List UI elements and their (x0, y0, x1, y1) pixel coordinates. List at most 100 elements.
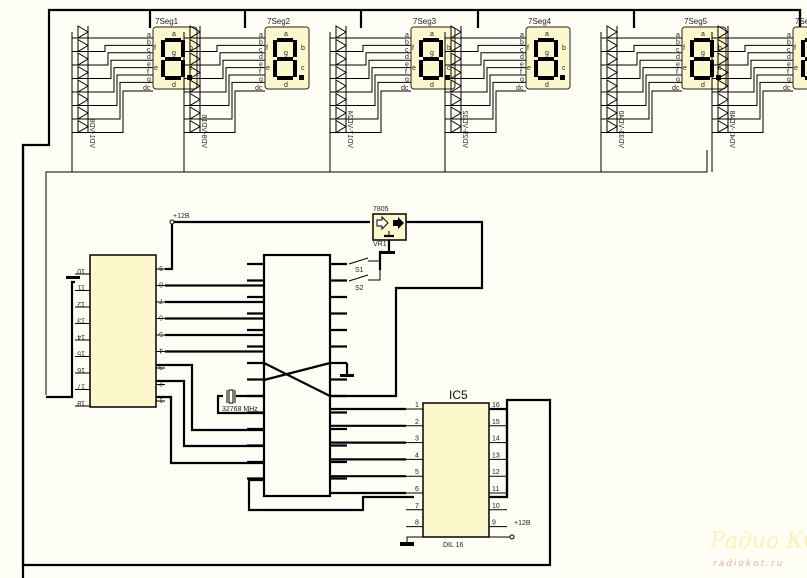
segment-label: a (545, 31, 549, 38)
segment (538, 57, 554, 61)
decimal-point (299, 75, 304, 80)
segment-label: a (284, 31, 288, 38)
diode-icon (606, 25, 618, 39)
segment-label: a (430, 31, 434, 38)
display-module: VD41-VD48abcdefgdcabcdefg7Seg6 (711, 17, 807, 172)
segment-pin-label: c (676, 47, 680, 54)
segment-pin-label: f (147, 69, 149, 76)
left-ic-pin-number: 8 (159, 281, 163, 288)
diode-icon (189, 119, 201, 134)
segment-pin-label: g (147, 76, 151, 83)
segment (554, 40, 558, 57)
diode-icon (606, 38, 618, 53)
diode-icon (335, 119, 347, 134)
ic5-pin-number: 9 (492, 520, 496, 527)
segment (801, 60, 805, 77)
segment-pin-label: c (520, 47, 524, 54)
segment (534, 60, 538, 77)
segment-label: d (701, 82, 705, 89)
segment (419, 40, 423, 57)
segment-pin-label: g (676, 76, 680, 83)
diode-icon (606, 79, 618, 93)
ic5-supply-label: +12В (514, 520, 531, 527)
segment-label: c (189, 65, 193, 72)
seven-segment-display (792, 26, 807, 90)
segment-label: e (683, 65, 687, 72)
segment-label: c (562, 65, 566, 72)
segment-pin-label: dc (783, 85, 791, 92)
switch-s1-label[interactable]: S1 (355, 267, 364, 274)
segment-pin-label: a (787, 32, 791, 39)
diode-icon (335, 25, 347, 39)
diode-icon (335, 65, 347, 80)
segment-pin-label: dc (401, 85, 409, 92)
segment (805, 38, 807, 42)
ic5-body (422, 402, 490, 538)
segment-label: d (545, 82, 549, 89)
ic5-pin-number: 1 (415, 402, 419, 409)
segment-label: e (154, 65, 158, 72)
diode-icon (335, 38, 347, 53)
diode-icon (77, 92, 89, 107)
diode-icon (77, 119, 89, 134)
ic5-package: DIL 16 (443, 542, 463, 549)
left-ic-pin-number: 1 (159, 396, 163, 403)
ic5-pin-number: 3 (415, 436, 419, 443)
segment-label: c (718, 65, 722, 72)
segment-pin-label: g (787, 76, 791, 83)
segment-pin-label: d (676, 54, 680, 61)
display-ref: 7Seg4 (528, 17, 552, 26)
ic5-pin-number: 12 (492, 469, 500, 476)
crystal-oscillator: 32768 MHz (216, 389, 264, 415)
left-ic-pin-number: 2 (159, 380, 163, 387)
display-ref: 7Seg1 (155, 17, 179, 26)
diode-icon (717, 25, 729, 39)
segment-label: c (447, 65, 451, 72)
left-ic-pin-number: 10 (77, 267, 85, 274)
segment-pin-label: e (405, 62, 409, 69)
segment (273, 60, 277, 77)
segment-pin-label: dc (143, 85, 151, 92)
ic5-pin-number: 15 (492, 419, 500, 426)
diode-icon (606, 65, 618, 80)
diode-array-label: VD17-VD24 (346, 111, 353, 148)
switch-s2-label[interactable]: S2 (355, 285, 364, 292)
supply-terminal-ic5 (509, 534, 515, 540)
ic5-pin-number: 2 (415, 419, 419, 426)
segment (690, 40, 694, 57)
diode-icon (77, 106, 89, 120)
segment-pin-label: b (787, 39, 791, 46)
segment-label: b (447, 45, 451, 52)
display-ref: 7Seg3 (413, 17, 437, 26)
diode-icon (717, 38, 729, 53)
segment-pin-label: g (405, 76, 409, 83)
segment-label: e (794, 65, 798, 72)
segment-pin-label: c (147, 47, 151, 54)
display-ref: 7Seg6 (795, 17, 807, 26)
decimal-point (445, 75, 450, 80)
diode-array-label: VD33-VD40 (617, 111, 624, 148)
diode-icon (717, 52, 729, 66)
segment-pin-label: c (405, 47, 409, 54)
diode-icon (77, 65, 89, 80)
segment-pin-label: a (405, 32, 409, 39)
left-ic-pin-number: 14 (77, 333, 85, 340)
diode-icon (717, 106, 729, 120)
left-ic-pin-number: 15 (77, 350, 85, 357)
segment-pin-label: f (676, 69, 678, 76)
segment-pin-label: d (787, 54, 791, 61)
segment-pin-label: a (147, 32, 151, 39)
diode-icon (450, 38, 462, 53)
display-ref: 7Seg5 (684, 17, 708, 26)
segment-pin-label: d (259, 54, 263, 61)
regulator-ref-label: VR1 (373, 241, 387, 248)
segment (277, 38, 293, 42)
segment-pin-label: b (520, 39, 524, 46)
segment (805, 57, 807, 61)
diode-icon (606, 52, 618, 66)
diode-icon (335, 52, 347, 66)
segment-label: e (412, 65, 416, 72)
diode-icon (450, 92, 462, 107)
